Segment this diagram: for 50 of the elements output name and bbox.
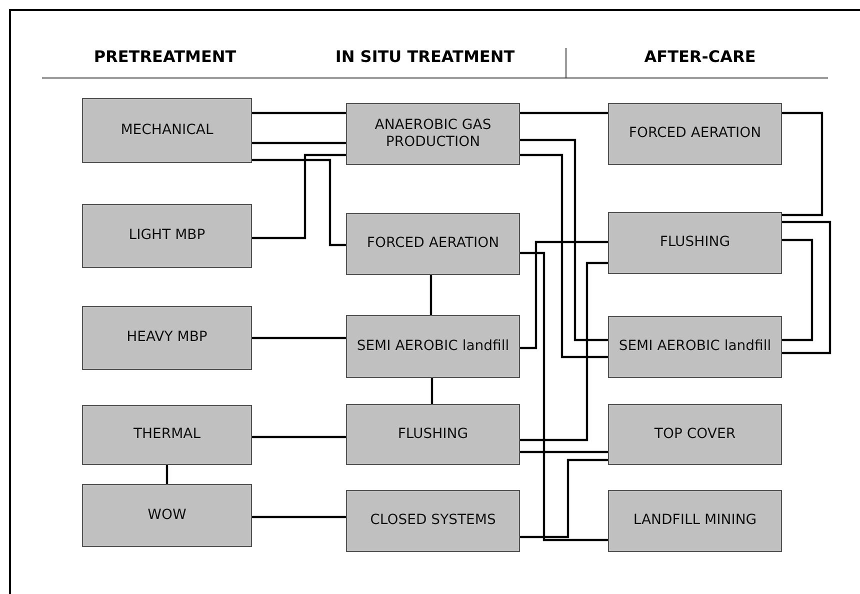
column-heading: AFTER-CARE [644,47,756,66]
connector-line [520,252,608,542]
connector-line [782,112,824,216]
box-label: HEAVY MBP [126,329,208,347]
connector-line [252,142,346,144]
process-box [82,306,252,370]
connector-line [166,465,168,484]
connector-line [430,378,434,404]
column-heading: PRETREATMENT [94,47,236,66]
connector-line [252,112,346,114]
box-label: SEMI AEROBIC landfill [356,338,510,356]
process-box [608,490,782,552]
box-label: FLUSHING [660,234,730,252]
box-label: LANDFILL MINING [633,512,757,530]
box-label: FORCED AERATION [366,235,500,253]
process-box [346,315,520,378]
connector-line [430,275,432,315]
process-box [608,316,782,378]
box-label: ANAEROBIC GAS PRODUCTION [374,116,492,152]
process-box [346,103,520,165]
connector-line [520,450,608,454]
box-label: SEMI AEROBIC landfill [618,338,772,356]
process-box [608,404,782,465]
box-label: FORCED AERATION [628,125,762,143]
box-label: LIGHT MBP [128,227,206,245]
connector-line [782,238,814,342]
connector-line [252,336,346,340]
column-heading: IN SITU TREATMENT [335,47,515,66]
process-box [82,204,252,268]
box-label: WOW [148,506,186,524]
process-box [82,405,252,465]
connector-line [520,112,608,114]
process-box [346,404,520,465]
connector-line [520,262,608,442]
connector-line [252,516,346,518]
connector-line [252,436,346,438]
box-label: FLUSHING [398,426,468,444]
connector-line [520,240,608,350]
process-box [82,484,252,547]
box-label: THERMAL [133,426,201,444]
process-box [346,490,520,552]
box-label: CLOSED SYSTEMS [370,512,496,530]
connector-line [782,220,832,354]
process-box [346,213,520,275]
connector-line [520,458,608,538]
process-box [608,103,782,165]
box-label: TOP COVER [654,426,736,444]
box-label: MECHANICAL [120,122,214,140]
process-box [82,98,252,163]
process-box [608,212,782,274]
